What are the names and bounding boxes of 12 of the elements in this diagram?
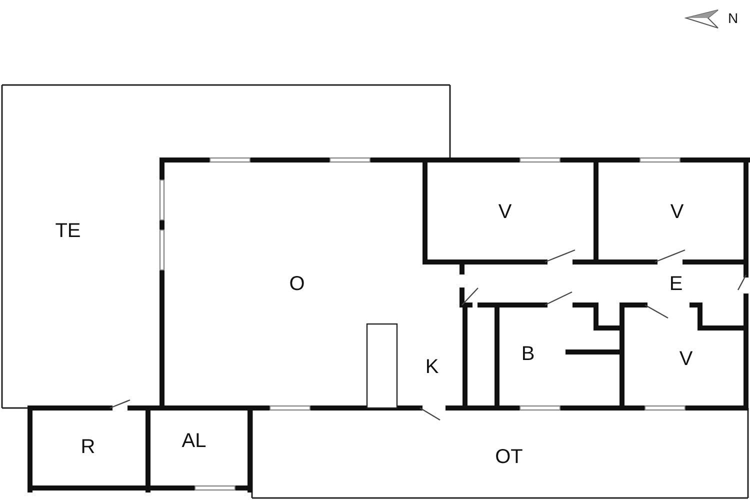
room-label: V [498,202,512,222]
room-label: K [425,357,439,377]
room-label: V [679,349,693,369]
room-label: O [289,274,305,294]
room-label: B [521,344,535,364]
compass-letter: N [728,11,738,25]
room-label: E [669,274,683,294]
room-label: OT [495,447,523,467]
room-label: AL [182,431,206,451]
room-label: R [80,437,96,457]
room-label: TE [55,221,81,241]
room-label: V [670,202,684,222]
